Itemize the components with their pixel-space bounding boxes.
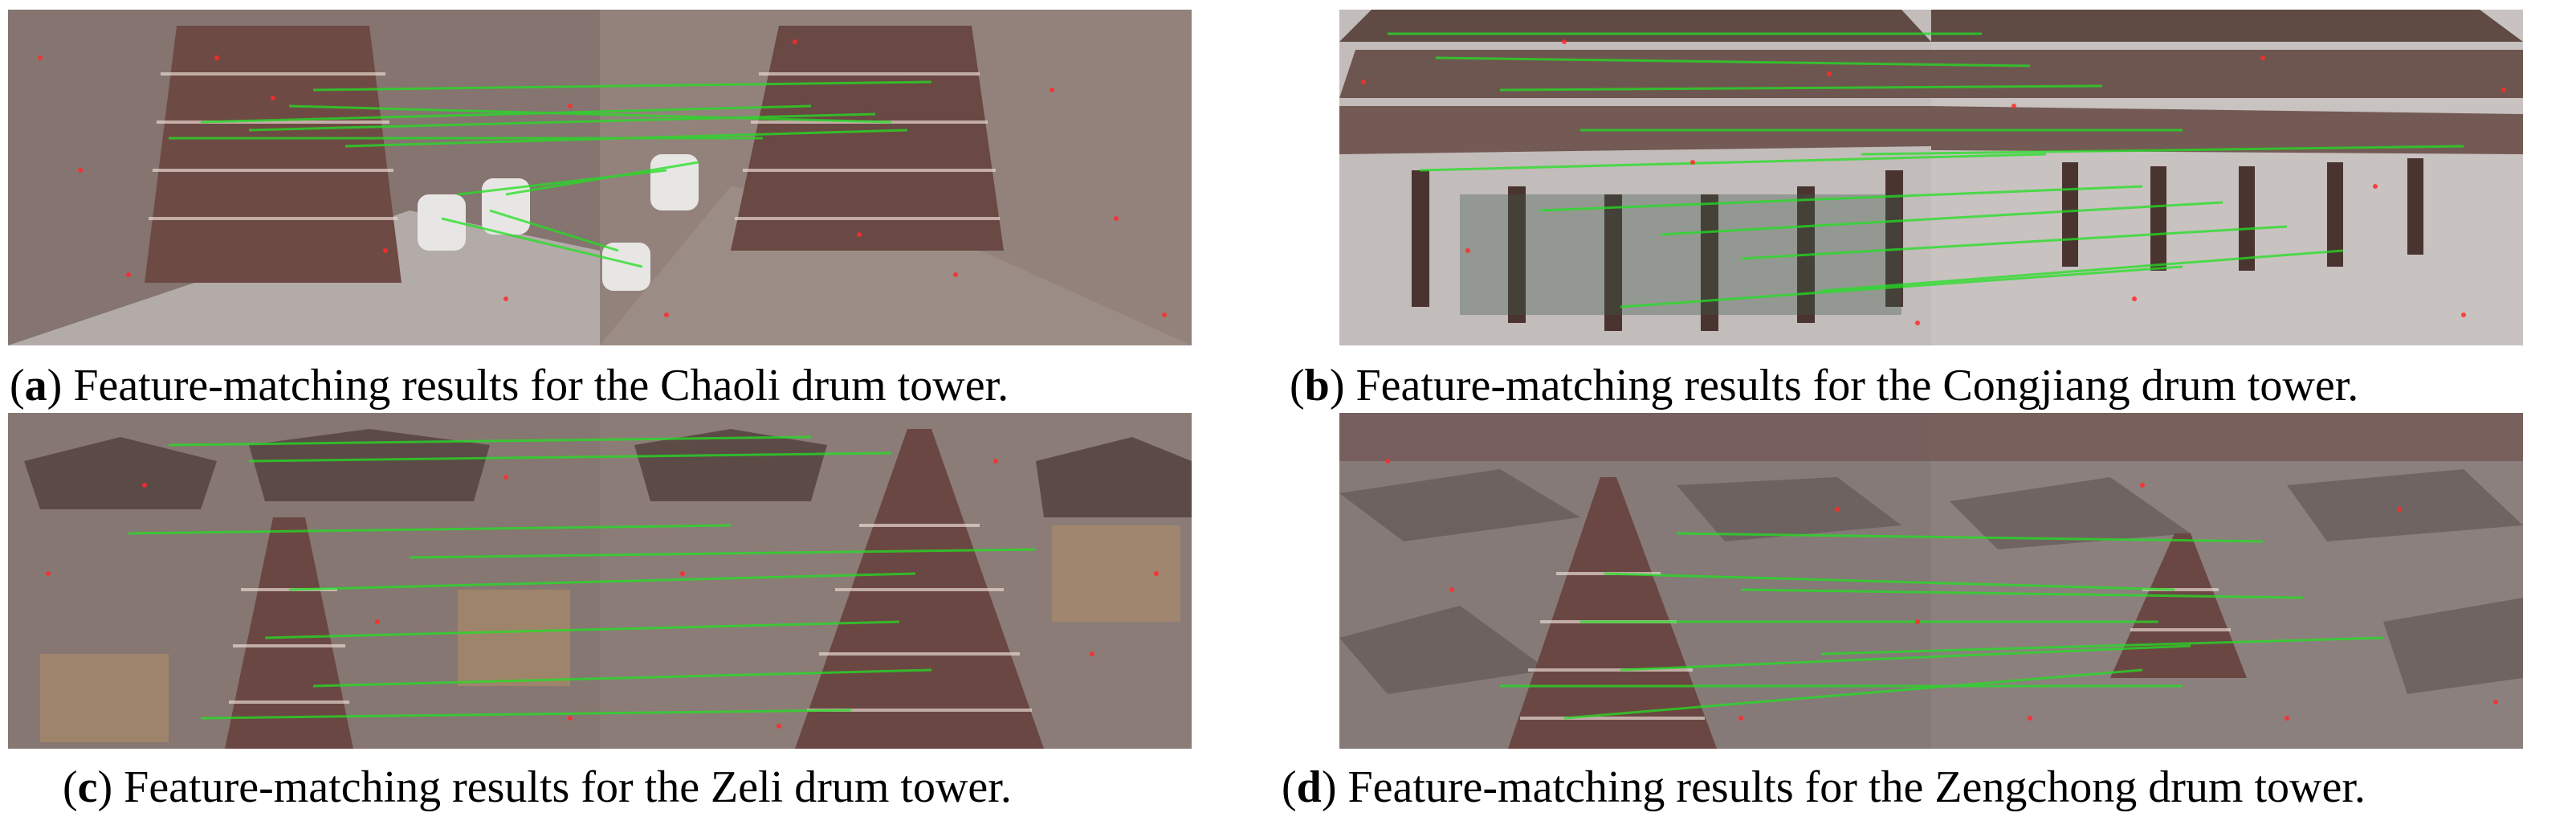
caption-c-text: Feature-matching results for the Zeli dr…	[124, 762, 1012, 812]
caption-b-letter: b	[1304, 361, 1330, 410]
caption-a-text: Feature-matching results for the Chaoli …	[73, 361, 1009, 410]
caption-b-text: Feature-matching results for the Congjia…	[1355, 361, 2359, 410]
caption-d-letter: d	[1296, 762, 1322, 812]
matching-image-a	[8, 10, 1192, 345]
caption-c: (c) Feature-matching results for the Zel…	[63, 762, 1012, 812]
caption-b: (b) Feature-matching results for the Con…	[1290, 361, 2359, 410]
matching-image-b	[1339, 10, 2523, 345]
caption-d: (d) Feature-matching results for the Zen…	[1282, 762, 2366, 812]
matching-image-c	[8, 413, 1192, 749]
matching-image-d	[1339, 413, 2523, 749]
caption-d-text: Feature-matching results for the Zengcho…	[1347, 762, 2366, 812]
caption-a: (a) Feature-matching results for the Cha…	[10, 361, 1009, 410]
caption-a-letter: a	[24, 361, 47, 410]
caption-c-letter: c	[77, 762, 98, 812]
